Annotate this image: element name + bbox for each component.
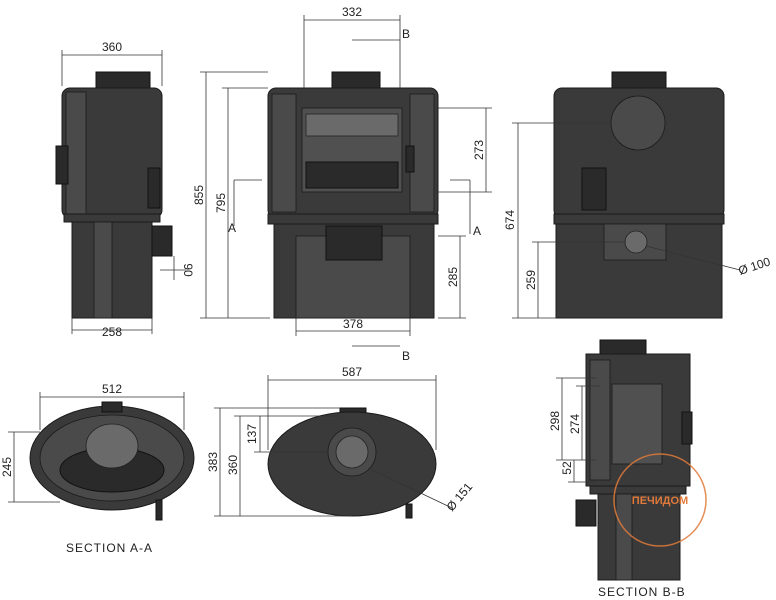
dim-section-274: 274 — [568, 414, 582, 434]
dim-top-587: 587 — [342, 365, 362, 379]
dim-section-298: 298 — [548, 411, 562, 431]
dim-side-360: 360 — [102, 40, 122, 54]
watermark-text: ПЕЧИДОМ — [632, 495, 688, 507]
dim-front-855: 855 — [192, 185, 206, 205]
section-a-dimensions: 512 245 SECTION A-A — [0, 382, 185, 555]
dim-top-137: 137 — [245, 424, 259, 444]
dim-rear-diameter-100: Ø 100 — [737, 254, 773, 278]
section-a-plan — [29, 401, 195, 521]
dim-plan-245: 245 — [0, 457, 14, 477]
rear-flue-circle — [610, 95, 666, 151]
marker-b-bottom: B — [402, 349, 410, 363]
caption-section-b: SECTION B-B — [598, 585, 686, 599]
top-plan-view — [267, 407, 437, 519]
side-view-dimensions: 360 258 90 — [61, 40, 195, 339]
dim-plan-512: 512 — [102, 382, 122, 396]
dim-front-795: 795 — [214, 193, 228, 213]
dim-section-52: 52 — [560, 461, 574, 475]
dim-front-273: 273 — [472, 140, 486, 160]
marker-b-top: B — [402, 27, 410, 41]
dim-top-383: 383 — [206, 452, 220, 472]
top-plan-dimensions: 587 383 360 137 Ø 151 — [206, 365, 476, 517]
side-view — [55, 71, 173, 319]
dim-front-332: 332 — [342, 5, 362, 19]
dim-side-90: 90 — [181, 263, 195, 277]
dim-rear-674: 674 — [503, 210, 517, 230]
dim-side-258: 258 — [102, 325, 122, 339]
watermark-logo: ПЕЧИДОМ — [613, 453, 707, 547]
section-b-view — [575, 339, 693, 581]
dim-front-378: 378 — [343, 317, 363, 331]
dim-top-360: 360 — [226, 455, 240, 475]
section-b-dimensions: 298 274 52 SECTION B-B — [548, 377, 686, 599]
front-view — [267, 71, 439, 319]
dim-top-diameter-151: Ø 151 — [444, 480, 476, 514]
marker-a-right: A — [473, 224, 481, 238]
caption-section-a: SECTION A-A — [66, 541, 153, 555]
dim-front-285: 285 — [446, 267, 460, 287]
dim-rear-259: 259 — [524, 270, 538, 290]
rear-view — [553, 71, 725, 319]
marker-a-left: A — [228, 221, 236, 235]
front-view-dimensions: 332 B 855 795 A 273 A 285 378 B — [192, 5, 492, 363]
rear-outlet-circle — [624, 230, 648, 254]
